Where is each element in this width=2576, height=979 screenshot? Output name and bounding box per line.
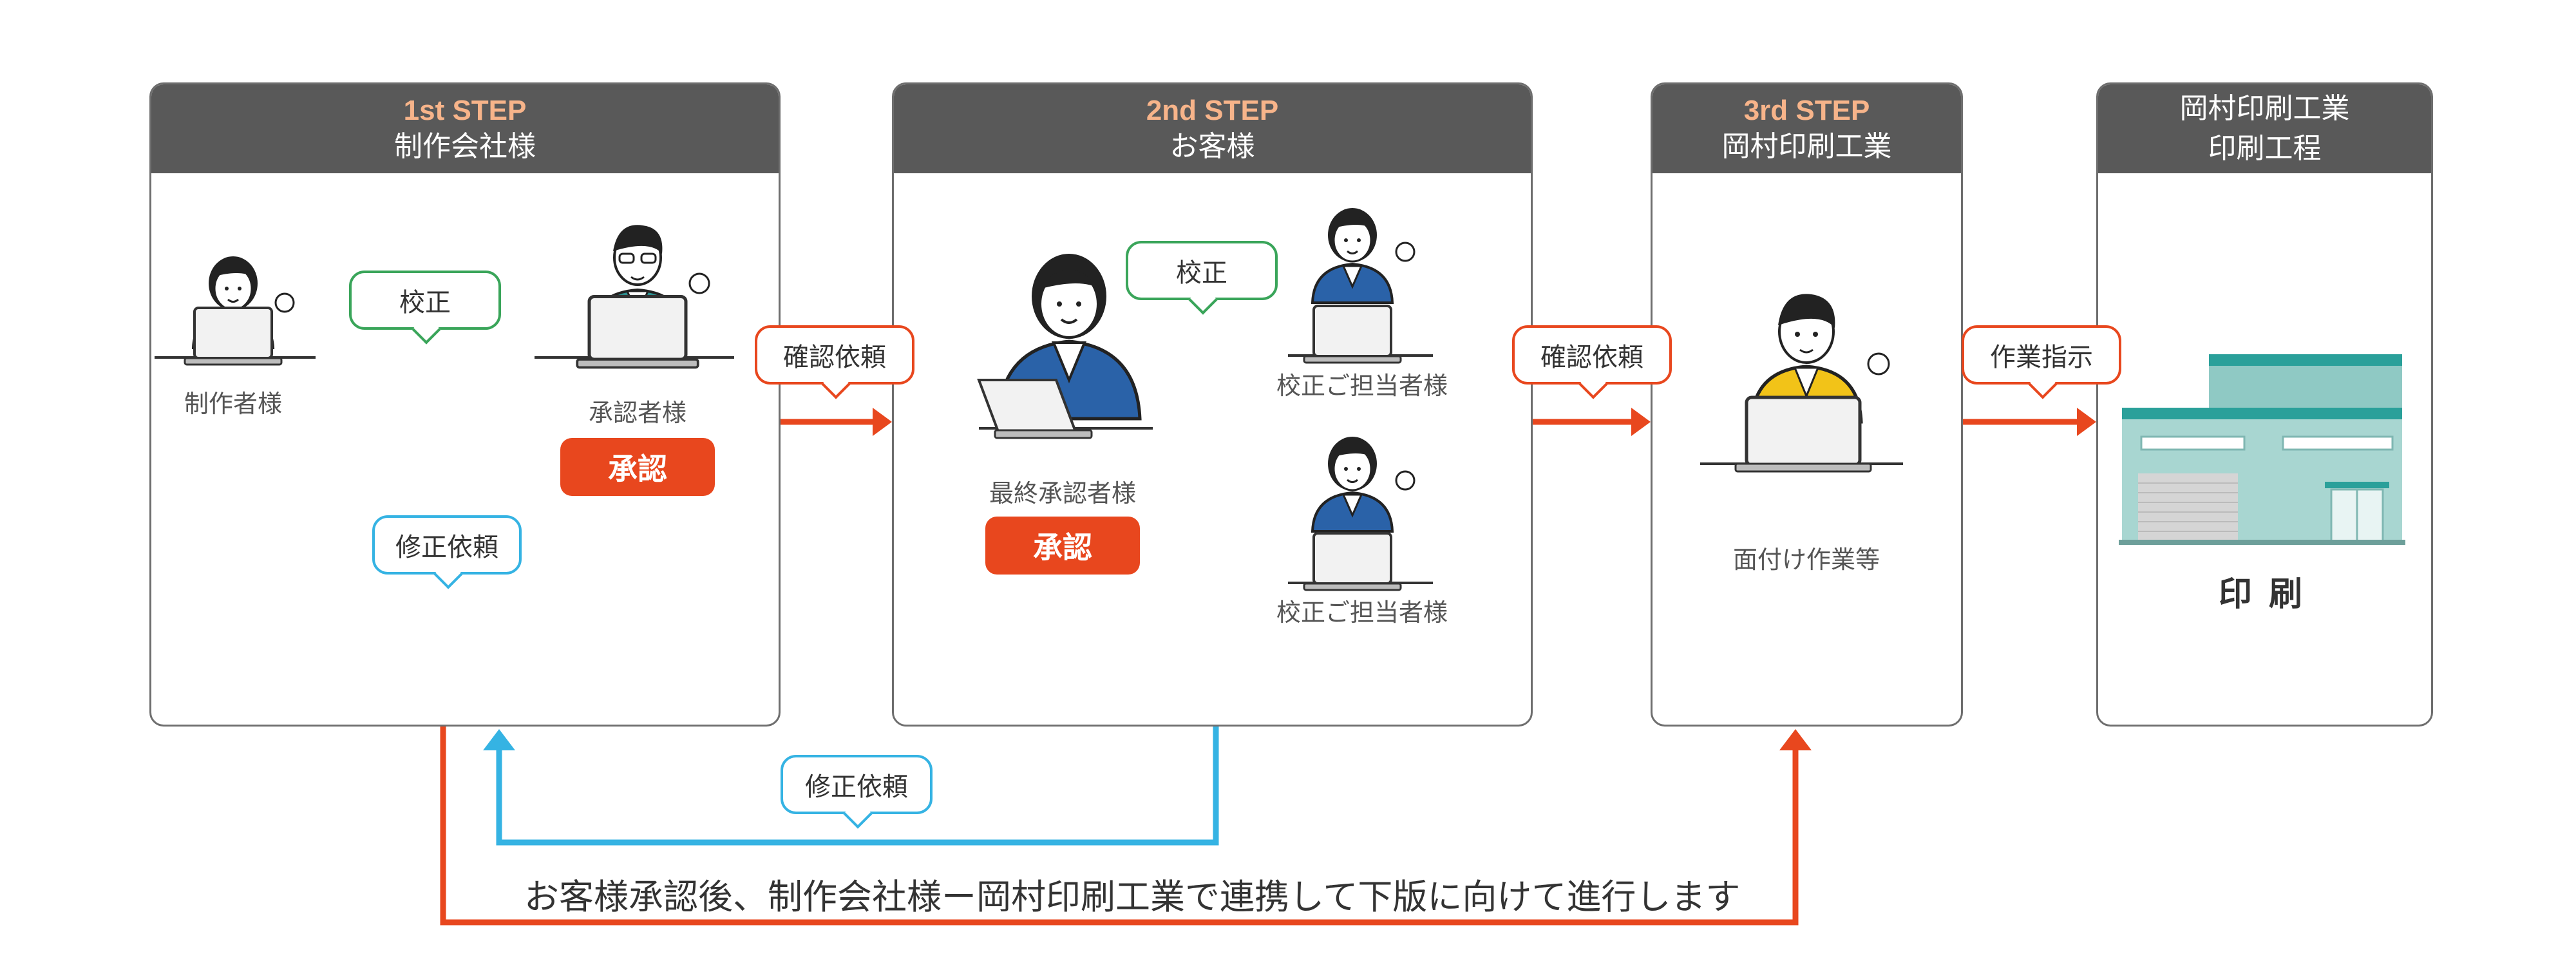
step1-box: 1st STEP 制作会社様 — [149, 82, 781, 727]
final-approver-label: 最終承認者様 — [989, 479, 1136, 508]
bottom-collab-loop — [440, 727, 1799, 926]
step2-header: 2nd STEP お客様 — [894, 84, 1531, 173]
approver-laptop-icon — [577, 297, 698, 368]
work-instruction-label: 作業指示 — [1990, 343, 2093, 372]
step2-approve-badge: 承認 — [985, 517, 1140, 575]
step3-title: 岡村印刷工業 — [1721, 130, 1892, 163]
approver-label: 承認者様 — [588, 399, 687, 427]
proof-person-2-icon — [1311, 437, 1416, 533]
proof-person-2-label: 校正ご担当者様 — [1276, 598, 1448, 627]
bottom-revise-arrowhead — [483, 729, 515, 750]
factory-icon — [2119, 354, 2405, 545]
step3-step-label: 3rd STEP — [1743, 95, 1870, 126]
work-label: 面付け作業等 — [1732, 546, 1880, 574]
final-approver-laptop-icon — [977, 379, 1093, 439]
worker-laptop-icon — [1734, 395, 1872, 473]
footer-note: お客様承認後、制作会社様ー岡村印刷工業で連携して下版に向けて進行します — [515, 868, 1750, 919]
step1-title: 制作会社様 — [394, 130, 536, 163]
step1-step-label: 1st STEP — [403, 95, 527, 126]
step2-title: お客様 — [1170, 130, 1255, 163]
bottom-collab-arrowhead — [1779, 729, 1812, 750]
proof-person-1-label: 校正ご担当者様 — [1276, 372, 1448, 400]
step2-proof-label: 校正 — [1176, 258, 1227, 288]
bottom-revise-loop — [496, 727, 1219, 846]
step4-title-line1: 岡村印刷工業 — [2179, 92, 2350, 125]
arrow-step2-to-step3-head — [1631, 408, 1651, 436]
bottom-revise-label: 修正依頼 — [805, 772, 908, 802]
step1-approve-badge: 承認 — [560, 438, 715, 496]
creator-laptop-icon — [184, 307, 283, 366]
proof-person-1-icon — [1311, 208, 1416, 304]
proof-person-2-laptop-icon — [1303, 532, 1402, 591]
print-label: 印刷 — [2219, 575, 2320, 614]
creator-label: 制作者様 — [184, 390, 282, 418]
step4-header: 岡村印刷工業 印刷工程 — [2098, 84, 2431, 173]
arrow-step1-to-step2-head — [873, 408, 892, 436]
step1-header: 1st STEP 制作会社様 — [151, 84, 779, 173]
step1-revise-label: 修正依頼 — [395, 533, 498, 562]
step1-revise-bubble: 修正依頼 — [372, 515, 522, 575]
proof-person-1-laptop-icon — [1303, 305, 1402, 364]
step4-title-line2: 印刷工程 — [2208, 132, 2322, 165]
step1-proof-label: 校正 — [399, 288, 451, 318]
step2-step-label: 2nd STEP — [1146, 95, 1279, 126]
confirm-request-1-label: 確認依頼 — [783, 343, 886, 372]
step3-header: 3rd STEP 岡村印刷工業 — [1653, 84, 1961, 173]
confirm-request-2-label: 確認依頼 — [1540, 343, 1643, 372]
arrow-step3-to-step4-head — [2077, 408, 2096, 436]
